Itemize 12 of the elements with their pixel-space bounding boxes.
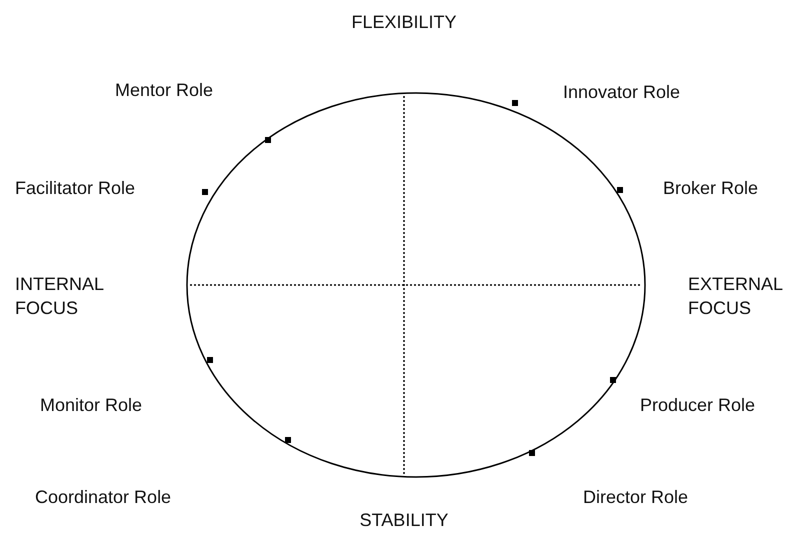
axis-label: STABILITY — [358, 509, 450, 532]
axis-label: FLEXIBILITY — [350, 11, 458, 34]
role-label: Innovator Role — [563, 81, 680, 104]
role-label: Producer Role — [640, 394, 756, 417]
role-label: Monitor Role — [40, 394, 142, 417]
role-label: Facilitator Role — [15, 177, 136, 200]
axis-label: EXTERNAL FOCUS — [688, 273, 784, 320]
role-label: Coordinator Role — [35, 486, 172, 509]
role-label: Mentor Role — [115, 79, 214, 102]
role-label: Director Role — [583, 486, 688, 509]
axis-label: INTERNAL FOCUS — [15, 273, 104, 320]
role-label: Broker Role — [663, 177, 758, 200]
